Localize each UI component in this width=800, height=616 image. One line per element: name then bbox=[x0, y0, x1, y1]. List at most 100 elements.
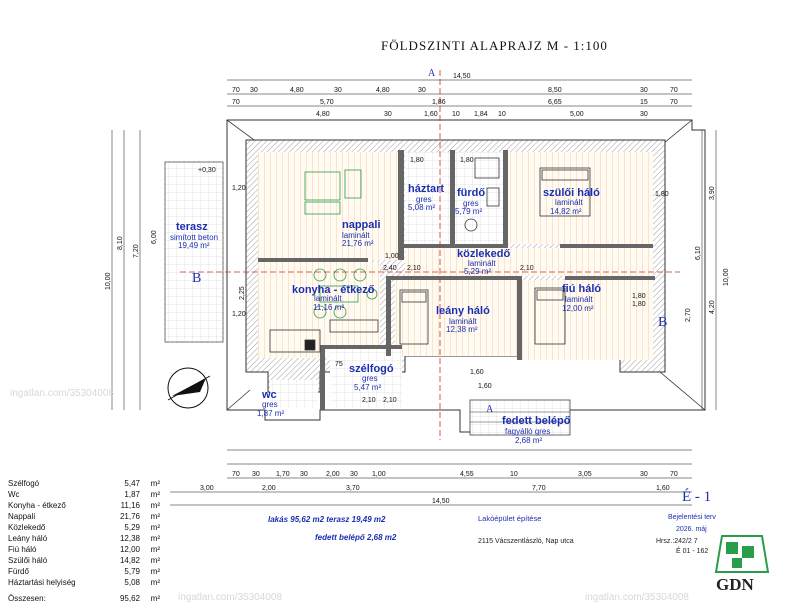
interior-walls bbox=[258, 150, 655, 410]
svg-text:1,00: 1,00 bbox=[385, 253, 399, 260]
wc-floor bbox=[270, 380, 318, 408]
dim-top-row1: 70 30 4,80 30 4,80 30 8,50 30 70 bbox=[232, 87, 678, 94]
dimension-lines-top bbox=[227, 79, 692, 107]
svg-text:10: 10 bbox=[498, 111, 506, 118]
dimension-lines-bottom bbox=[170, 449, 692, 506]
logo-text: GDN bbox=[716, 575, 755, 594]
room-konyha: konyha - étkező laminált 11,16 m² bbox=[292, 284, 375, 312]
svg-text:2,70: 2,70 bbox=[685, 308, 692, 322]
svg-text:19,49 m²: 19,49 m² bbox=[178, 241, 210, 250]
room-fedett: fedett belépő fagyálló gres 2,68 m² bbox=[502, 415, 571, 445]
svg-text:1,80: 1,80 bbox=[632, 301, 646, 308]
gdn-logo: GDN bbox=[712, 532, 772, 594]
svg-text:4,80: 4,80 bbox=[316, 111, 330, 118]
dim-bottom-total: 14,50 bbox=[432, 498, 450, 505]
section-mark-left: B bbox=[192, 271, 201, 286]
project-hrsz: Hrsz.:242/2 7 bbox=[656, 538, 698, 545]
svg-text:2,00: 2,00 bbox=[326, 471, 340, 478]
svg-text:75: 75 bbox=[335, 361, 343, 368]
svg-text:70: 70 bbox=[670, 87, 678, 94]
svg-text:laminált: laminált bbox=[555, 198, 583, 207]
svg-text:1,80: 1,80 bbox=[410, 157, 424, 164]
fiu-floor bbox=[522, 280, 653, 360]
svg-text:30: 30 bbox=[640, 87, 648, 94]
room-terasz: terasz simított beton 19,49 m² bbox=[170, 221, 218, 250]
north-arrow-icon bbox=[167, 367, 211, 409]
svg-text:10: 10 bbox=[510, 471, 518, 478]
terrace-slab bbox=[164, 161, 224, 343]
svg-text:30: 30 bbox=[250, 87, 258, 94]
svg-text:30: 30 bbox=[300, 471, 308, 478]
section-mark-right: B bbox=[658, 315, 667, 330]
dim-bottom-row2: 70 30 1,70 30 2,00 30 1,00 4,55 10 3,05 … bbox=[232, 471, 678, 478]
room-kozl: közlekedő laminált 5,29 m² bbox=[457, 248, 510, 276]
svg-text:5,00: 5,00 bbox=[570, 111, 584, 118]
dim-right-3-90: 3,90 bbox=[709, 186, 716, 200]
beds bbox=[399, 167, 591, 345]
dim-right-4-20: 4,20 bbox=[709, 300, 716, 314]
svg-text:6,65: 6,65 bbox=[548, 99, 562, 106]
dim-misc: 1,20 2,25 1,00 2,40 2,10 2,10 1,80 1,20 … bbox=[232, 157, 692, 404]
svg-text:70: 70 bbox=[232, 87, 240, 94]
room-wc: wc gres 1,87 m² bbox=[257, 389, 284, 418]
svg-text:szülői háló: szülői háló bbox=[543, 187, 600, 199]
watermark: ingatlan.com/35304008 bbox=[10, 388, 114, 399]
svg-text:szélfogó: szélfogó bbox=[349, 363, 394, 375]
svg-text:2,10: 2,10 bbox=[383, 397, 397, 404]
kozl-floor bbox=[405, 248, 653, 276]
summary-line-1: lakás 95,62 m2 terasz 19,49 m2 bbox=[268, 515, 386, 524]
svg-text:8,50: 8,50 bbox=[548, 87, 562, 94]
sheet-number: É 01 - 162 bbox=[676, 548, 709, 555]
svg-text:1,00: 1,00 bbox=[372, 471, 386, 478]
svg-text:fagyálló gres: fagyálló gres bbox=[505, 427, 550, 436]
svg-text:2,68 m²: 2,68 m² bbox=[515, 436, 542, 445]
bathroom-fixtures bbox=[464, 157, 500, 232]
watermark: ingatlan.com/35304008 bbox=[178, 592, 282, 603]
dim-left-7-20: 7,20 bbox=[133, 244, 140, 258]
svg-text:30: 30 bbox=[384, 111, 392, 118]
entry-steps bbox=[470, 411, 570, 423]
room-nappali: nappali laminált 21,76 m² bbox=[342, 219, 381, 248]
dim-top-row3: 4,80 30 1,60 10 1,84 10 5,00 30 bbox=[316, 111, 648, 118]
svg-text:2,10: 2,10 bbox=[407, 265, 421, 272]
room-leany: leány háló laminált 12,38 m² bbox=[436, 305, 490, 334]
svg-text:gres: gres bbox=[463, 199, 479, 208]
leany-floor bbox=[395, 280, 517, 356]
svg-text:laminált: laminált bbox=[468, 259, 496, 268]
svg-text:5,47 m²: 5,47 m² bbox=[354, 383, 381, 392]
svg-text:2,10: 2,10 bbox=[362, 397, 376, 404]
svg-text:14,82 m²: 14,82 m² bbox=[550, 207, 582, 216]
dim-top-outer: 14,50 bbox=[453, 73, 471, 80]
svg-text:4,80: 4,80 bbox=[376, 87, 390, 94]
svg-text:konyha - étkező: konyha - étkező bbox=[292, 284, 375, 296]
project-address: 2115 Vácszentlászló, Nap utca bbox=[478, 538, 574, 545]
nappali-floor bbox=[258, 152, 398, 260]
section-mark-top: A bbox=[428, 68, 436, 79]
svg-text:1,60: 1,60 bbox=[478, 383, 492, 390]
svg-text:fürdő: fürdő bbox=[457, 187, 485, 199]
svg-text:gres: gres bbox=[416, 195, 432, 204]
svg-text:gres: gres bbox=[262, 400, 278, 409]
svg-text:70: 70 bbox=[232, 99, 240, 106]
svg-text:2,00: 2,00 bbox=[262, 485, 276, 492]
svg-text:30: 30 bbox=[640, 471, 648, 478]
svg-text:5,79 m²: 5,79 m² bbox=[455, 207, 482, 216]
project-kind: Lakóépület építése bbox=[478, 514, 542, 523]
svg-text:1,60: 1,60 bbox=[656, 485, 670, 492]
room-szuloi: szülői háló laminált 14,82 m² bbox=[543, 187, 600, 216]
room-haztart: háztart gres 5,08 m² bbox=[408, 183, 444, 212]
svg-text:30: 30 bbox=[252, 471, 260, 478]
watermark: ingatlan.com/35304008 bbox=[585, 592, 689, 603]
svg-text:11,16 m²: 11,16 m² bbox=[313, 303, 344, 312]
section-lines bbox=[180, 70, 680, 440]
dim-left-6: 6,00 bbox=[151, 230, 158, 244]
